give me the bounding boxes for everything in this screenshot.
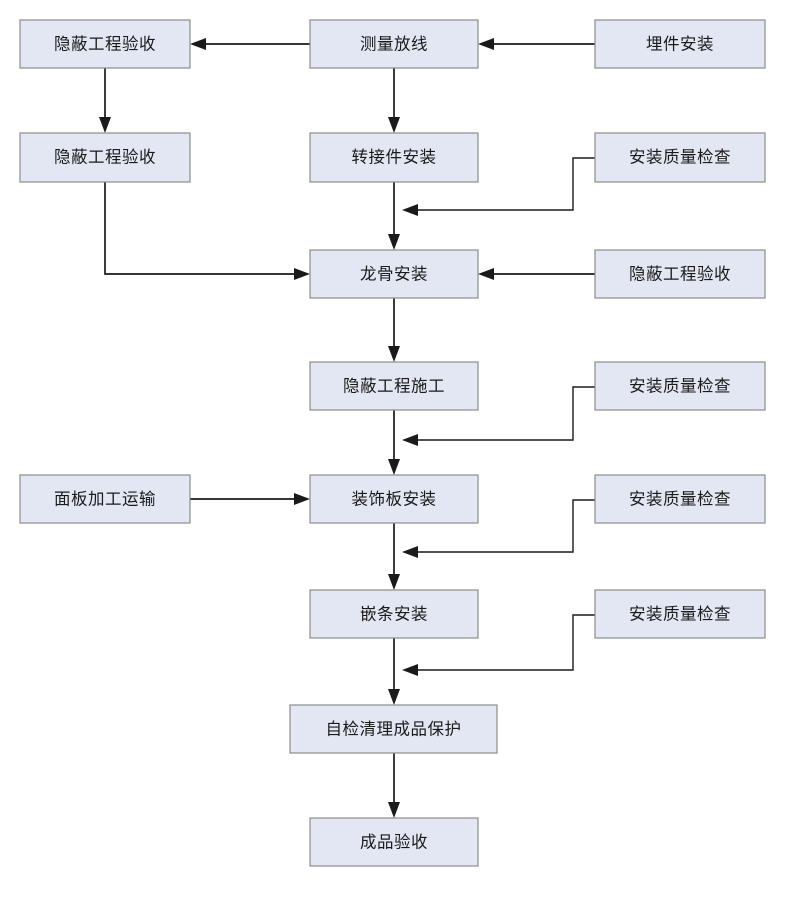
- edge-qiantiao-to-zijian: [388, 638, 400, 705]
- node-label: 安装质量检查: [629, 605, 731, 624]
- node-yinbi-gongcheng-shigong[interactable]: 隐蔽工程施工: [309, 361, 479, 411]
- node-label: 成品验收: [360, 833, 428, 852]
- edge-jiancha1-to-stem: [402, 157, 595, 216]
- edge-yinbi2-to-longgu: [104, 182, 310, 280]
- edge-celiang-to-yinbi1: [190, 38, 310, 50]
- node-anzhuang-zhiliang-jiancha-4[interactable]: 安装质量检查: [594, 589, 766, 639]
- edge-yinbi1-to-yinbi2: [99, 68, 111, 133]
- edge-jiancha2-to-stem: [402, 386, 595, 446]
- node-label: 埋件安装: [646, 35, 714, 54]
- node-label: 隐蔽工程验收: [54, 148, 156, 167]
- node-longgu-anzhuang[interactable]: 龙骨安装: [309, 249, 479, 299]
- edge-zhuanjie-to-longgu: [388, 182, 400, 250]
- node-zhuanjiejian-anzhuang[interactable]: 转接件安装: [309, 132, 479, 183]
- node-mianban-jiagong-yunshu[interactable]: 面板加工运输: [19, 474, 191, 524]
- edge-zijian-to-chengpin: [388, 753, 400, 818]
- node-label: 安装质量检查: [629, 377, 731, 396]
- node-chengpin-yanshou[interactable]: 成品验收: [309, 817, 479, 867]
- edge-celiang-to-zhuanjie: [388, 68, 400, 133]
- node-label: 隐蔽工程验收: [54, 35, 156, 54]
- node-label: 装饰板安装: [352, 490, 437, 509]
- node-label: 隐蔽工程施工: [343, 377, 445, 396]
- edge-jiancha3-to-stem: [402, 499, 595, 558]
- edge-layer: [99, 38, 595, 818]
- node-celiang-fangxian[interactable]: 测量放线: [309, 19, 479, 69]
- node-qiantiao-anzhuang[interactable]: 嵌条安装: [309, 589, 479, 639]
- edge-yinbishigong-to-zhuangshiban: [388, 410, 400, 475]
- node-label: 测量放线: [360, 35, 428, 54]
- node-anzhuang-zhiliang-jiancha-2[interactable]: 安装质量检查: [594, 361, 766, 411]
- edge-jiancha4-to-stem: [402, 614, 595, 676]
- node-yinbi-gongcheng-yanshou-1[interactable]: 隐蔽工程验收: [19, 19, 191, 69]
- node-anzhuang-zhiliang-jiancha-1[interactable]: 安装质量检查: [594, 132, 766, 183]
- node-anzhuang-zhiliang-jiancha-3[interactable]: 安装质量检查: [594, 474, 766, 524]
- node-label: 龙骨安装: [360, 265, 428, 284]
- edge-zhuangshiban-to-qiantiao: [388, 523, 400, 590]
- node-maijian-anzhuang[interactable]: 埋件安装: [594, 19, 766, 69]
- node-yinbi-gongcheng-yanshou-3[interactable]: 隐蔽工程验收: [594, 249, 766, 299]
- edge-yinbi3-to-longgu: [478, 268, 595, 280]
- node-layer: 隐蔽工程验收 测量放线 埋件安装 隐蔽工程验收 转接件安装 安装质量检查: [19, 19, 766, 867]
- node-label: 隐蔽工程验收: [629, 265, 731, 284]
- node-label: 嵌条安装: [360, 605, 428, 624]
- node-label: 转接件安装: [352, 148, 437, 167]
- node-label: 自检清理成品保护: [326, 720, 462, 739]
- node-zijian-qingli-chengpin-baohu[interactable]: 自检清理成品保护: [289, 704, 498, 754]
- edge-longgu-to-yinbishigong: [388, 298, 400, 362]
- node-label: 安装质量检查: [629, 148, 731, 167]
- edge-maijian-to-celiang: [478, 38, 595, 50]
- edge-mianban-to-zhuangshiban: [190, 493, 310, 505]
- node-yinbi-gongcheng-yanshou-2[interactable]: 隐蔽工程验收: [19, 132, 191, 183]
- node-zhuangshiban-anzhuang[interactable]: 装饰板安装: [309, 474, 479, 524]
- node-label: 安装质量检查: [629, 490, 731, 509]
- node-label: 面板加工运输: [54, 490, 156, 509]
